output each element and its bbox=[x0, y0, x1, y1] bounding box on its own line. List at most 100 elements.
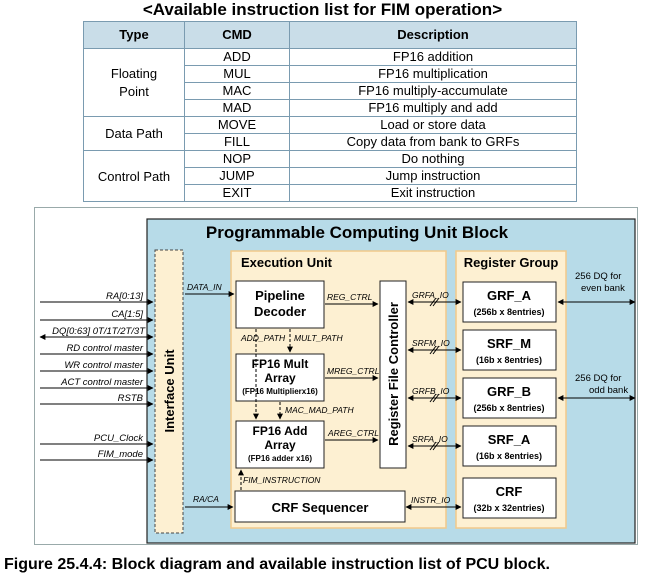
dq-odd-line1: 256 DQ for bbox=[575, 373, 621, 384]
input-label: RD control master bbox=[66, 343, 143, 354]
figure-caption: Figure 25.4.4: Block diagram and availab… bbox=[4, 556, 550, 573]
dq-odd-line2: odd bank bbox=[589, 385, 628, 396]
register-detail: (32b x 32entries) bbox=[473, 503, 544, 513]
input-label: ACT control master bbox=[60, 377, 144, 388]
pipeline-decoder-line2: Decoder bbox=[254, 304, 306, 319]
register-name: SRF_A bbox=[488, 432, 531, 447]
signal-data-in: DATA_IN bbox=[187, 282, 222, 292]
signal-grfa-io: GRFA_IO bbox=[412, 290, 449, 300]
desc-cell: Exit instruction bbox=[289, 184, 577, 202]
fp16-add-box bbox=[235, 420, 325, 469]
table-row: EXIT Exit instruction bbox=[84, 184, 577, 202]
table-row: Floating Point ADD FP16 addition bbox=[83, 48, 577, 117]
input-label: FIM_mode bbox=[98, 449, 143, 460]
pipeline-decoder-box bbox=[235, 280, 325, 329]
fp16-mult-line3: (FP16 Multiplierx16) bbox=[242, 387, 318, 396]
input-label: PCU_Clock bbox=[94, 433, 144, 444]
cmd-cell: NOP bbox=[184, 150, 290, 168]
register-detail: (16b x 8entries) bbox=[476, 355, 542, 365]
type-label: Floating Point bbox=[110, 65, 158, 99]
fp16-add-line1: FP16 Add bbox=[253, 424, 308, 438]
register-box bbox=[462, 329, 557, 371]
cmd-cell: EXIT bbox=[184, 184, 290, 202]
cmd-cell: MOVE bbox=[184, 116, 290, 134]
signal-mreg-ctrl: MREG_CTRL bbox=[327, 366, 380, 376]
signal-mult-path: MULT_PATH bbox=[294, 333, 344, 343]
register-box bbox=[462, 281, 557, 323]
cmd-cell: JUMP bbox=[184, 167, 290, 185]
register-grf-a: GRF_A (256b x 8entries) bbox=[462, 281, 557, 323]
cmd-cell: MAC bbox=[184, 82, 290, 100]
crf-sequencer-box bbox=[234, 490, 406, 523]
fp16-mult-box bbox=[235, 353, 325, 402]
dq-even-line2: even bank bbox=[581, 283, 625, 294]
cmd-cell: ADD bbox=[184, 48, 290, 66]
input-label: WR control master bbox=[64, 360, 143, 371]
cmd-cell: FILL bbox=[184, 133, 290, 151]
fp16-add-line2: Array bbox=[264, 438, 296, 452]
signal-reg-ctrl: REG_CTRL bbox=[327, 292, 373, 302]
register-name: SRF_M bbox=[487, 336, 531, 351]
register-name: CRF bbox=[496, 484, 523, 499]
block-title: Programmable Computing Unit Block bbox=[206, 223, 509, 242]
register-detail: (256b x 8entries) bbox=[473, 403, 544, 413]
signal-ra-ca: RA/CA bbox=[193, 494, 219, 504]
signal-srfa-io: SRFA_IO bbox=[412, 434, 448, 444]
input-signals: RA[0:13] CA[1:5] DQ[0:63] 0T/1T/2T/3T RD… bbox=[39, 291, 154, 463]
dq-even-line1: 256 DQ for bbox=[575, 271, 621, 282]
desc-cell: FP16 multiply-accumulate bbox=[289, 82, 577, 100]
instruction-table: Type CMD Description Floating Point ADD … bbox=[83, 21, 577, 202]
table-row: JUMP Jump instruction bbox=[84, 167, 577, 185]
signal-mac-mad-path: MAC_MAD_PATH bbox=[285, 405, 355, 415]
execution-unit-label: Execution Unit bbox=[241, 255, 333, 270]
register-box bbox=[462, 477, 557, 519]
column-header-type: Type bbox=[83, 21, 185, 49]
desc-cell: Jump instruction bbox=[289, 167, 577, 185]
desc-cell: Load or store data bbox=[289, 116, 577, 134]
register-detail: (256b x 8entries) bbox=[473, 307, 544, 317]
register-box bbox=[462, 425, 557, 467]
desc-cell: FP16 addition bbox=[289, 48, 577, 66]
cmd-cell: MAD bbox=[184, 99, 290, 117]
signal-instr-io: INSTR_IO bbox=[411, 495, 451, 505]
column-header-cmd: CMD bbox=[184, 21, 290, 49]
signal-add-path: ADD_PATH bbox=[240, 333, 286, 343]
cmd-cell: MUL bbox=[184, 65, 290, 83]
type-cell-data-path: Data Path bbox=[83, 116, 185, 151]
signal-areg-ctrl: AREG_CTRL bbox=[327, 428, 379, 438]
input-label: RSTB bbox=[118, 393, 144, 404]
register-name: GRF_B bbox=[487, 384, 531, 399]
input-label: DQ[0:63] 0T/1T/2T/3T bbox=[52, 326, 146, 337]
crf-sequencer-label: CRF Sequencer bbox=[272, 500, 369, 515]
table-title: <Available instruction list for FIM oper… bbox=[142, 0, 503, 19]
pcu-block-diagram: Programmable Computing Unit Block Interf… bbox=[34, 207, 638, 545]
diagram-canvas: Programmable Computing Unit Block Interf… bbox=[39, 218, 636, 544]
input-label: RA[0:13] bbox=[106, 291, 143, 302]
register-srf-a: SRF_A (16b x 8entries) bbox=[462, 425, 557, 467]
table-row: Data Path MOVE Load or store data bbox=[83, 116, 577, 151]
register-file-controller-label: Register File Controller bbox=[386, 302, 401, 446]
bus-marks bbox=[429, 297, 440, 451]
register-detail: (16b x 8entries) bbox=[476, 451, 542, 461]
register-group-label: Register Group bbox=[464, 255, 559, 270]
fp16-mult-line1: FP16 Mult bbox=[252, 357, 309, 371]
register-grf-b: GRF_B (256b x 8entries) bbox=[462, 377, 557, 419]
pipeline-decoder-line1: Pipeline bbox=[255, 288, 305, 303]
column-header-description: Description bbox=[289, 21, 577, 49]
fp16-mult-line2: Array bbox=[264, 371, 296, 385]
register-box bbox=[462, 377, 557, 419]
type-cell-floating-point: Floating Point bbox=[83, 48, 185, 117]
table-row: MAC FP16 multiply-accumulate bbox=[84, 82, 577, 100]
desc-cell: FP16 multiply and add bbox=[289, 99, 577, 117]
register-file-controller-box bbox=[379, 280, 407, 469]
desc-cell: FP16 multiplication bbox=[289, 65, 577, 83]
signal-fim-instruction: FIM_INSTRUCTION bbox=[243, 475, 321, 485]
table-header-row: Type CMD Description bbox=[83, 21, 577, 49]
register-name: GRF_A bbox=[487, 288, 532, 303]
interface-unit-label: Interface Unit bbox=[162, 349, 177, 433]
signal-srfm-io: SRFM_IO bbox=[412, 338, 450, 348]
register-srf-m: SRF_M (16b x 8entries) bbox=[462, 329, 557, 371]
fp16-add-line3: (FP16 adder x16) bbox=[248, 454, 312, 463]
register-crf: CRF (32b x 32entries) bbox=[462, 477, 557, 519]
desc-cell: Copy data from bank to GRFs bbox=[289, 133, 577, 151]
